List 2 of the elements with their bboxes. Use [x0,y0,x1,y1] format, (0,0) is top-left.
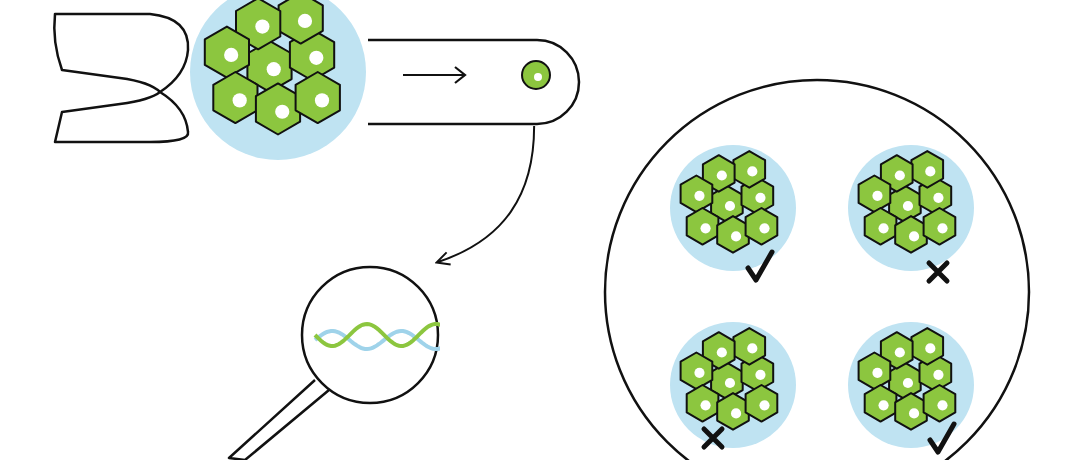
arrow [435,125,536,265]
biopsy-pipette-drawing [368,38,581,126]
